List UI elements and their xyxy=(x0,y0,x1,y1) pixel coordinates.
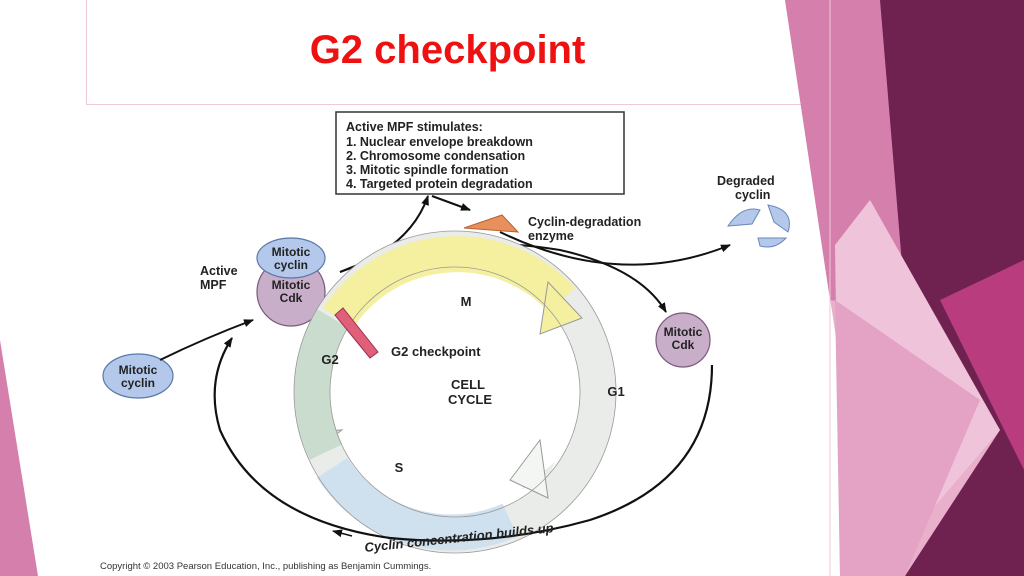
arrow-to-degraded-cyclin xyxy=(499,231,731,266)
ring-outer-edge xyxy=(293,230,617,554)
curve-label-arrow xyxy=(332,529,353,538)
deco-magenta-wedge xyxy=(940,260,1024,470)
free-cyclin-shape xyxy=(102,353,174,399)
mpf-complex: Mitotic cyclin Mitotic Cdk xyxy=(256,237,326,327)
cycle-center-line2: CYCLE xyxy=(448,392,492,407)
arrow-box-to-enzyme xyxy=(431,195,471,211)
stimulates-item-3: 3. Mitotic spindle formation xyxy=(346,163,509,177)
enzyme-shape xyxy=(463,214,520,233)
phase-label-s: S xyxy=(395,460,404,475)
g1-phase-arrowhead xyxy=(509,438,549,499)
stimulates-item-1: 1. Nuclear envelope breakdown xyxy=(346,135,533,149)
phase-label-g1: G1 xyxy=(607,384,624,399)
enzyme-label-line2: enzyme xyxy=(528,229,574,243)
degraded-label-line2: cyclin xyxy=(735,188,770,202)
mpf-cyclin-label-line2: cyclin xyxy=(274,258,308,272)
cycle-center-line1: CELL xyxy=(451,377,485,392)
fragment-2 xyxy=(767,204,790,233)
fragment-3 xyxy=(757,237,788,248)
free-cdk-label-line2: Cdk xyxy=(672,338,695,352)
mpf-cyclin-shape xyxy=(256,237,326,279)
g2-phase-arc xyxy=(294,308,348,460)
stimulates-box-border xyxy=(335,111,625,195)
m-phase-arc xyxy=(323,236,576,329)
s-phase-arc xyxy=(316,457,518,551)
stimulates-item-4: 4. Targeted protein degradation xyxy=(346,177,533,191)
fragment-1 xyxy=(727,208,761,227)
cyclin-concentration-curve xyxy=(213,337,714,542)
g2-checkpoint-bar xyxy=(334,307,379,359)
mpf-cdk-label-line1: Mitotic xyxy=(272,278,311,292)
free-cyclin-label-line2: cyclin xyxy=(121,376,155,390)
title-box xyxy=(86,0,809,105)
degraded-label-line1: Degraded xyxy=(717,174,775,188)
active-mpf-label-line1: Active xyxy=(200,264,238,278)
active-mpf-label-line2: MPF xyxy=(200,278,227,292)
slide-title: G2 checkpoint xyxy=(309,28,586,72)
free-cyclin-label-line1: Mitotic xyxy=(119,363,158,377)
deco-left-sliver xyxy=(0,340,38,576)
degraded-cyclin-fragments xyxy=(727,204,790,248)
mpf-cyclin-label-line1: Mitotic xyxy=(272,245,311,259)
free-mitotic-cdk: Mitotic Cdk xyxy=(655,312,711,368)
free-cdk-label-line1: Mitotic xyxy=(664,325,703,339)
deco-lower-wedge xyxy=(835,300,980,576)
arrow-cyclin-to-mpf xyxy=(159,319,254,361)
free-mitotic-cyclin: Mitotic cyclin xyxy=(102,353,174,399)
stimulates-heading: Active MPF stimulates: xyxy=(346,120,483,134)
mpf-cdk-label-line2: Cdk xyxy=(280,291,303,305)
checkpoint-label: G2 checkpoint xyxy=(391,344,481,359)
phase-label-g2: G2 xyxy=(321,352,338,367)
enzyme-label-line1: Cyclin-degradation xyxy=(528,215,641,229)
cell-cycle-ring xyxy=(293,230,617,554)
ring-inner-edge xyxy=(329,266,581,518)
phase-label-m: M xyxy=(461,294,472,309)
free-cdk-shape xyxy=(655,312,711,368)
copyright-text: Copyright © 2003 Pearson Education, Inc.… xyxy=(100,561,431,572)
deco-dark-plum xyxy=(880,0,1024,576)
stimulates-item-2: 2. Chromosome condensation xyxy=(346,149,525,163)
stimulates-box: Active MPF stimulates: 1. Nuclear envelo… xyxy=(335,111,625,195)
